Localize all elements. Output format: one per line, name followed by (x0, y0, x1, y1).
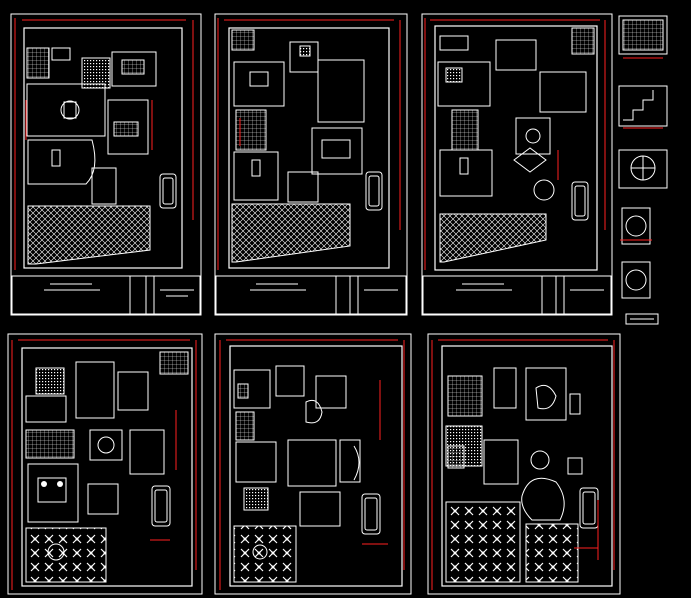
detail-panels (618, 15, 668, 325)
sheet-5 (214, 333, 412, 595)
sheet-2 (214, 13, 408, 316)
sheet-3 (421, 13, 613, 316)
sheet-1 (10, 13, 202, 316)
sheet-6 (427, 333, 621, 595)
sheet-4 (7, 333, 203, 595)
